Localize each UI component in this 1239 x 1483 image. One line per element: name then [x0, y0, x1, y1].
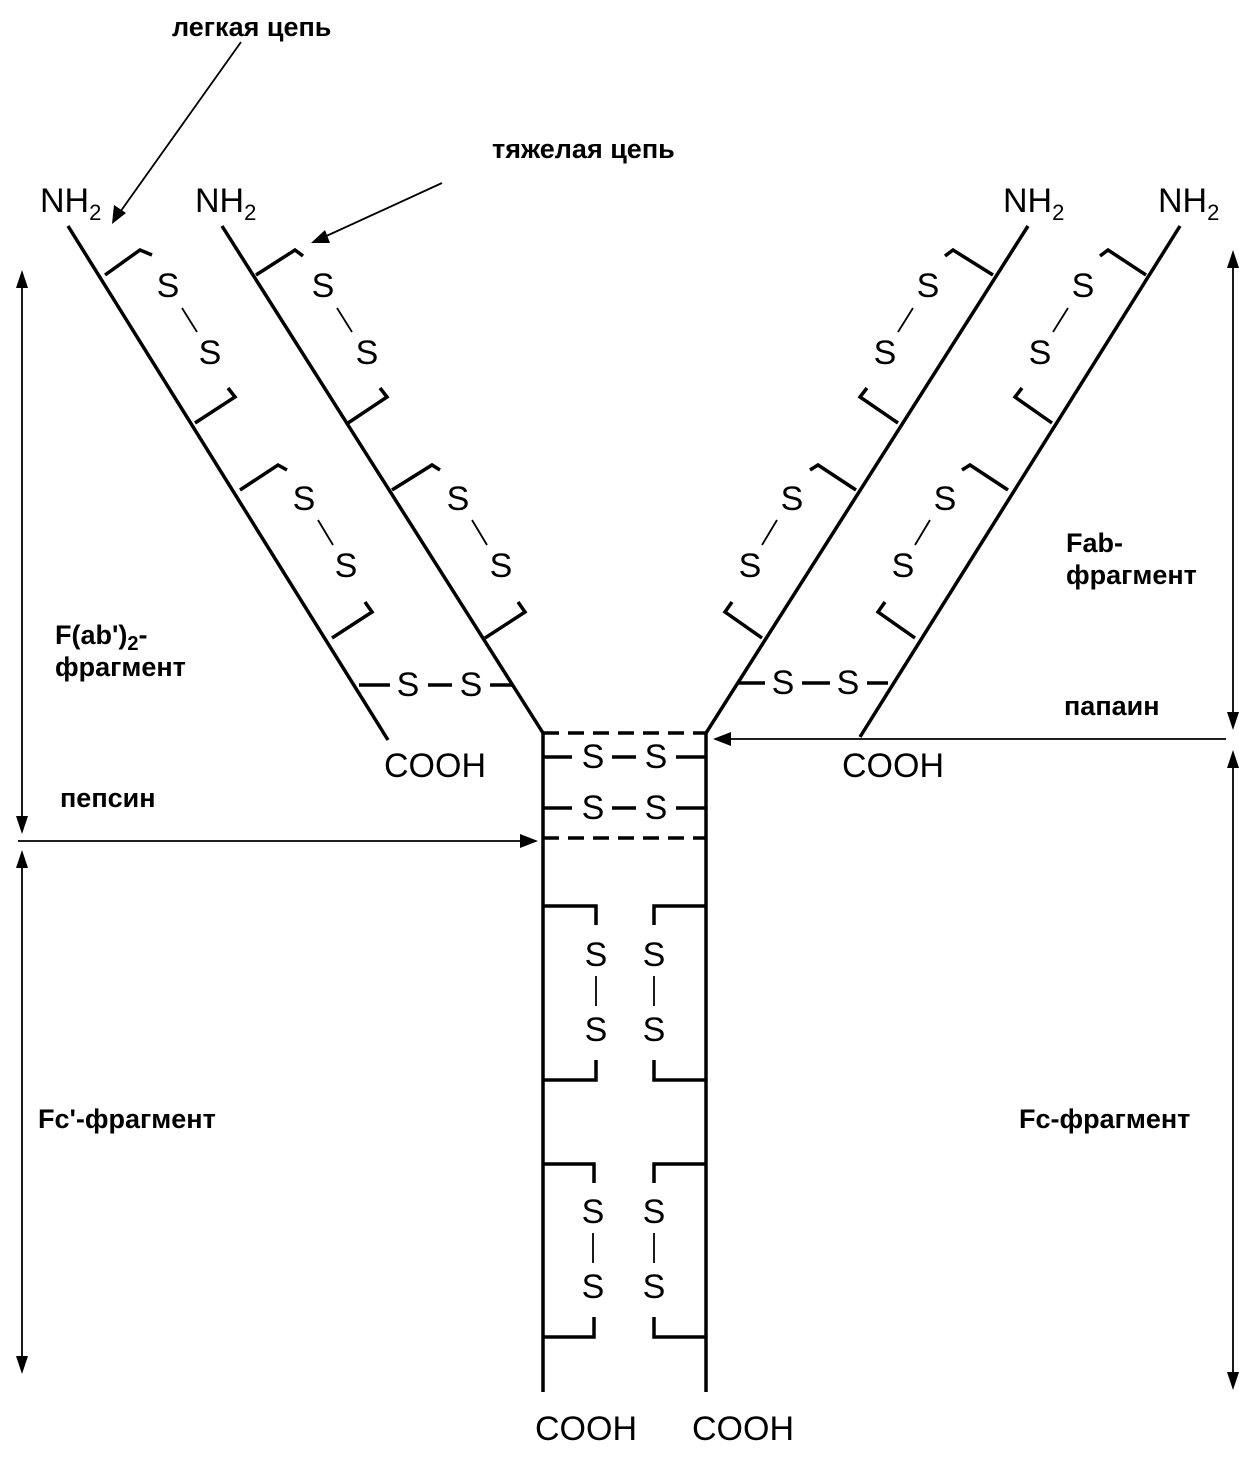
- fc-prime-extent-arrow: [16, 850, 28, 1374]
- svg-text:S: S: [293, 480, 316, 518]
- svg-text:S: S: [397, 666, 420, 704]
- svg-text:S: S: [781, 480, 804, 518]
- nh2-right-heavy: NH2: [1003, 182, 1064, 225]
- svg-text:S: S: [490, 547, 513, 585]
- fc-right-loop-1: [643, 906, 706, 1080]
- fc-extent-arrow: [1227, 750, 1239, 1390]
- nh2-left-heavy: NH2: [195, 182, 256, 225]
- svg-text:S: S: [1072, 267, 1095, 305]
- hinge-region: S S S S: [543, 733, 706, 838]
- svg-text:S: S: [934, 480, 957, 518]
- right-light-loop-2: S S: [878, 465, 1008, 638]
- right-heavy-loop-1: S S: [860, 250, 993, 423]
- papain-arrow: [713, 732, 1226, 746]
- right-light-chain: [860, 226, 1180, 737]
- left-light-heavy-disulfide: S S: [359, 666, 512, 704]
- fc-prime-fragment-label: Fc'-фрагмент: [38, 1104, 216, 1134]
- pepsin-label: пепсин: [60, 783, 156, 813]
- cooh-right-light: COOH: [842, 747, 944, 785]
- svg-text:S: S: [335, 547, 358, 585]
- svg-text:S: S: [772, 664, 795, 702]
- svg-text:S: S: [1029, 334, 1052, 372]
- cooh-right-heavy: COOH: [692, 1410, 794, 1448]
- svg-text:S: S: [460, 666, 483, 704]
- svg-text:S: S: [356, 334, 379, 372]
- nh2-left-light: NH2: [40, 182, 101, 225]
- fc-fragment-label: Fc-фрагмент: [1019, 1104, 1190, 1134]
- fc-left-loop-1: [543, 906, 607, 1080]
- svg-text:S: S: [874, 334, 897, 372]
- heavy-chain-pointer-arrow: [311, 183, 442, 243]
- heavy-chain-label: тяжелая цепь: [492, 134, 675, 164]
- pepsin-arrow: [18, 834, 538, 848]
- fc-left-loop-2: [543, 1164, 604, 1337]
- fc-right-loop-2: [643, 1164, 706, 1337]
- papain-label: папаин: [1064, 691, 1160, 721]
- fab2-extent-arrow: [16, 270, 28, 834]
- svg-text:S: S: [917, 267, 940, 305]
- fab2-fragment-label: F(ab')2-: [55, 620, 148, 655]
- right-heavy-loop-2: S S: [725, 465, 856, 638]
- svg-text:S: S: [837, 664, 860, 702]
- right-light-loop-1: S S: [1015, 250, 1146, 423]
- fab2-fragment-label-line2: фрагмент: [55, 652, 186, 682]
- svg-text:S: S: [312, 267, 335, 305]
- svg-text:S: S: [892, 547, 915, 585]
- cooh-left-light: COOH: [384, 747, 486, 785]
- left-light-loop-1: S S: [105, 250, 235, 423]
- svg-text:S: S: [739, 547, 762, 585]
- svg-text:S: S: [447, 480, 470, 518]
- svg-text:S: S: [582, 789, 605, 827]
- svg-text:S: S: [645, 738, 668, 776]
- svg-text:S: S: [645, 789, 668, 827]
- cooh-left-heavy: COOH: [535, 1410, 637, 1448]
- light-chain-label: легкая цепь: [172, 12, 331, 42]
- fab-extent-arrow: [1227, 250, 1239, 730]
- right-light-heavy-disulfide: S S: [737, 664, 888, 702]
- fab-fragment-label: Fab-: [1066, 528, 1123, 558]
- svg-text:S: S: [582, 738, 605, 776]
- left-heavy-loop-1: S S: [256, 250, 387, 423]
- svg-text:S: S: [157, 267, 180, 305]
- left-light-loop-2: S S: [240, 465, 372, 638]
- left-heavy-loop-2: S S: [392, 465, 525, 638]
- svg-text:S: S: [199, 334, 222, 372]
- nh2-right-light: NH2: [1158, 182, 1219, 225]
- fab-fragment-label-line2: фрагмент: [1066, 560, 1197, 590]
